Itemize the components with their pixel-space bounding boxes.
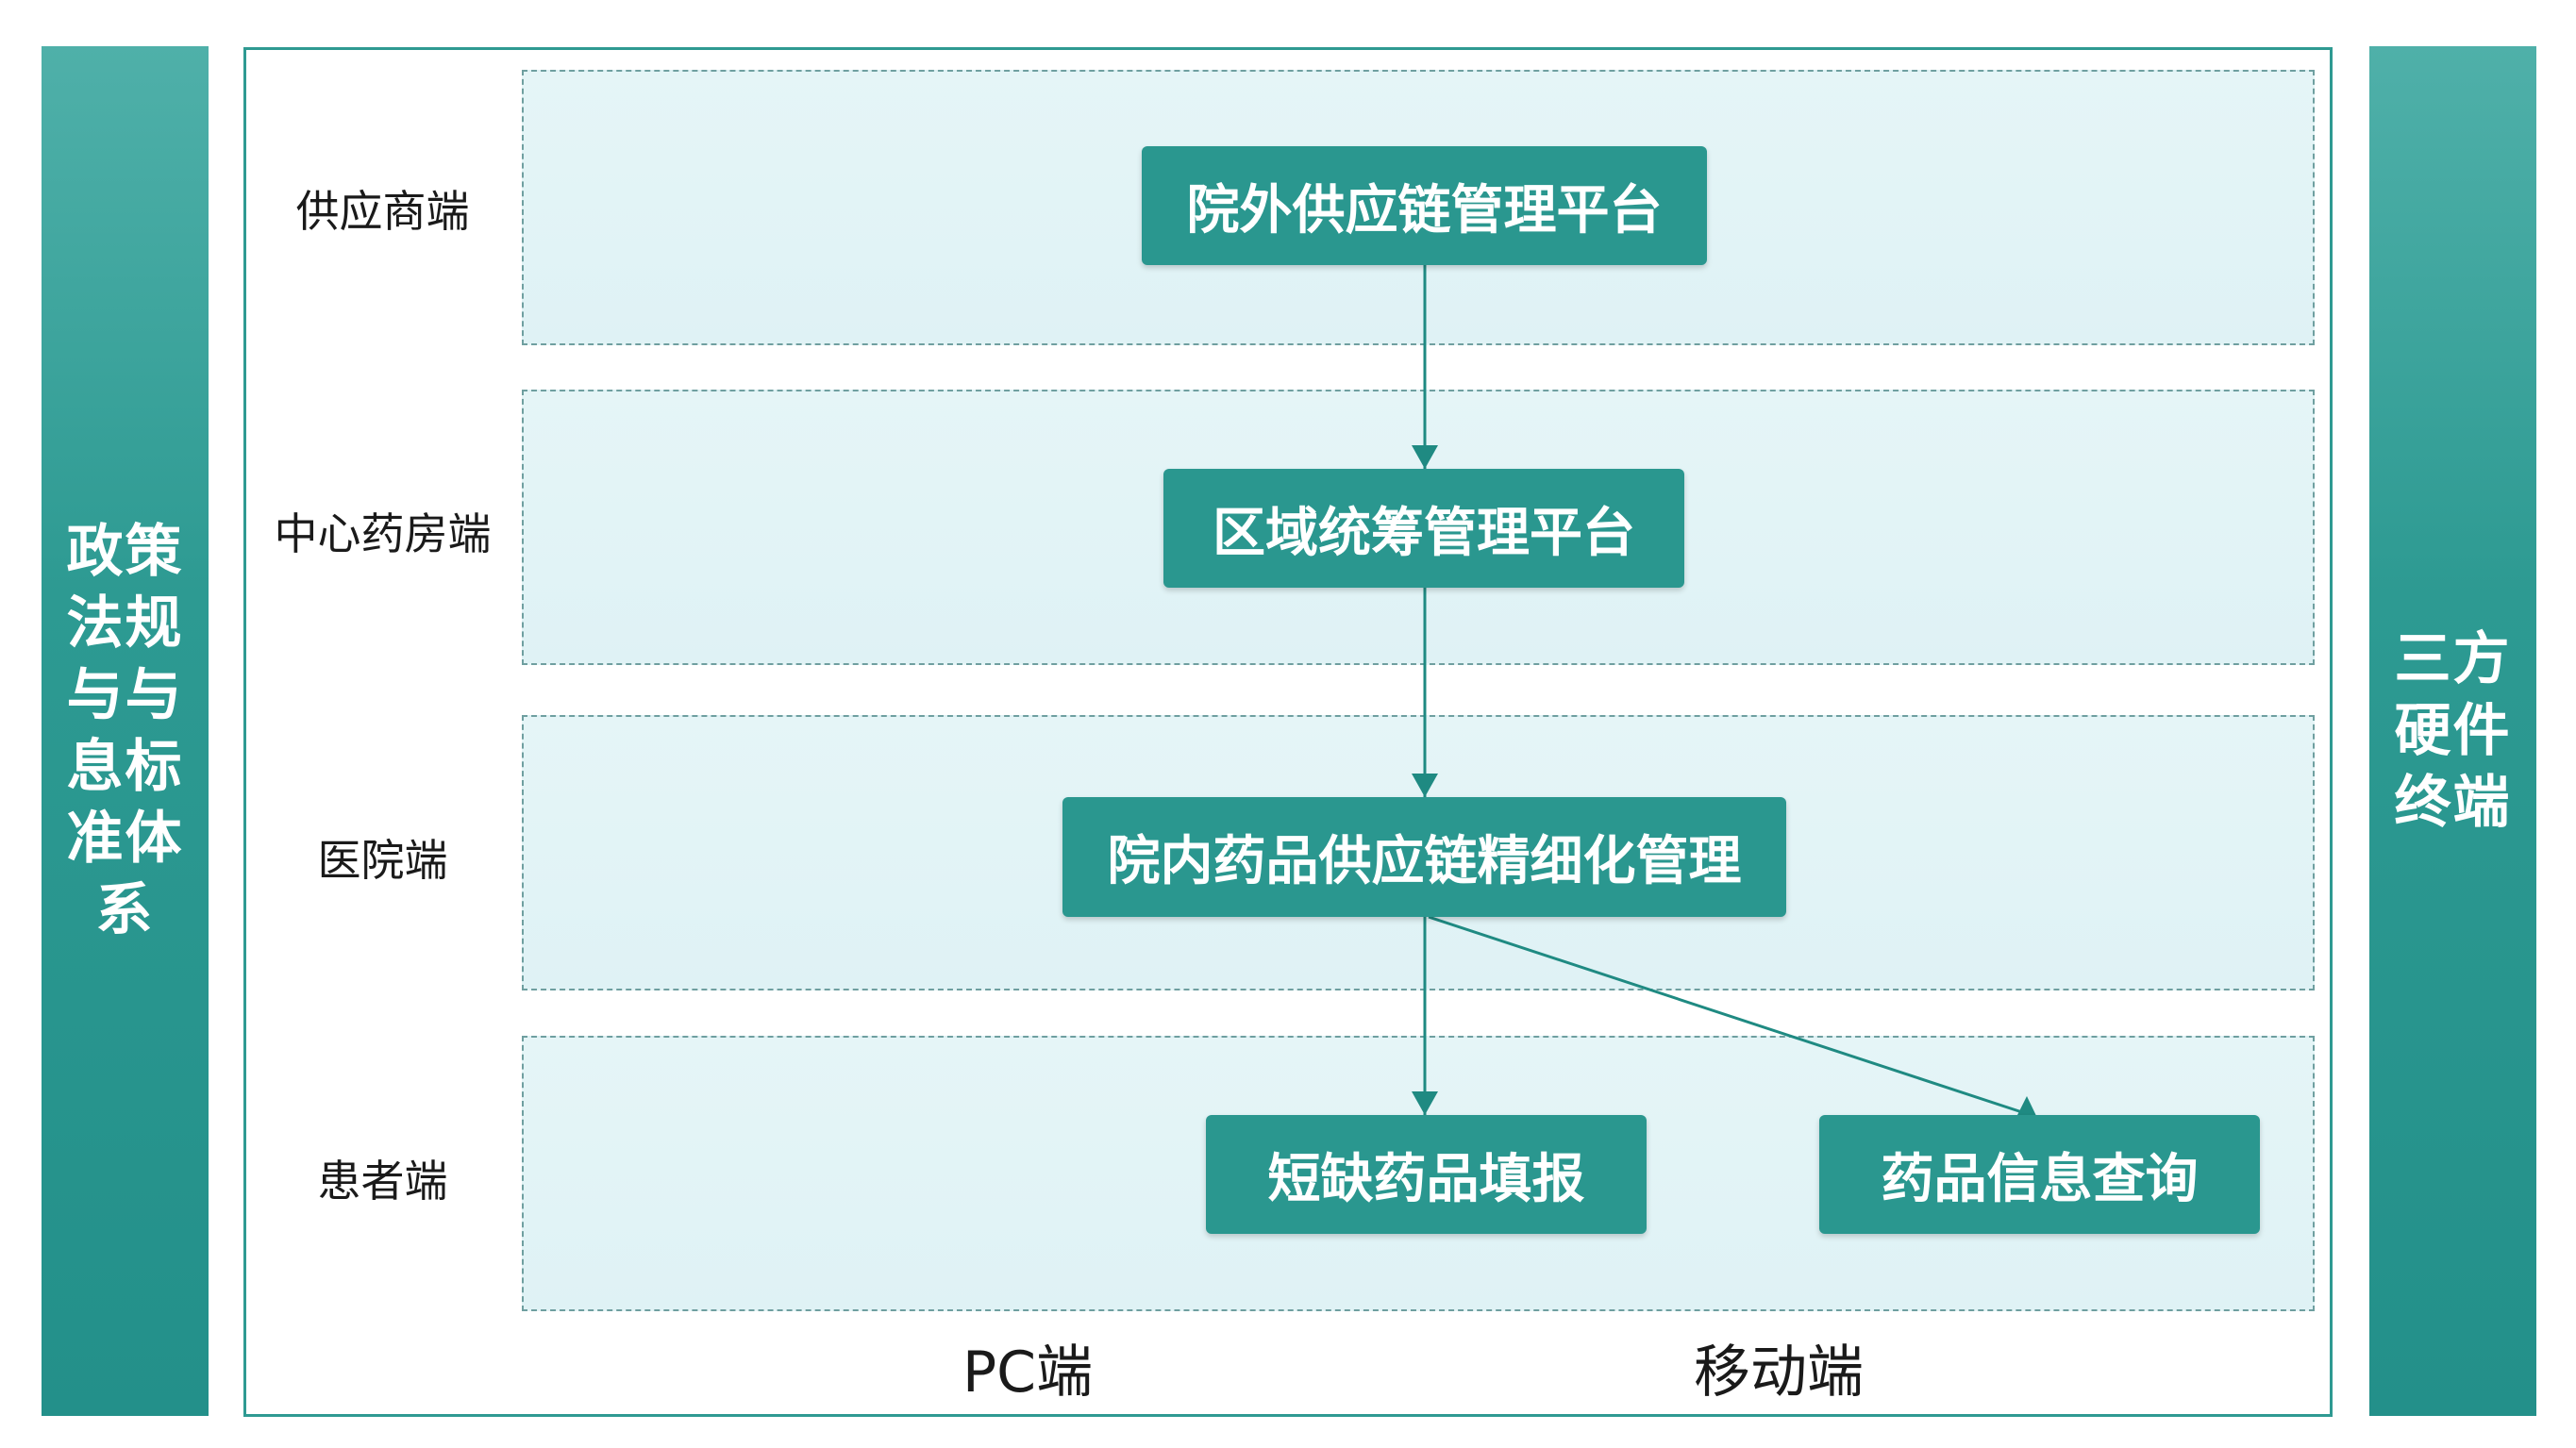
third-party-hardware-label: 三方硬件终端 [2394, 626, 2512, 836]
lane-label-patient: 患者端 [317, 1156, 448, 1207]
label-mobile: 移动端 [1694, 1340, 1864, 1406]
policy-standards-label: 政策法规与与息标准体系 [66, 519, 184, 943]
node-drug-info-query: 药品信息查询 [1819, 1115, 2260, 1234]
lane-label-central-pharmacy: 中心药房端 [274, 508, 492, 559]
label-pc: PC端 [962, 1340, 1094, 1406]
lane-label-hospital: 医院端 [317, 835, 448, 886]
node-hospital-supply-management: 院内药品供应链精细化管理 [1062, 797, 1786, 917]
policy-standards-panel: 政策法规与与息标准体系 [42, 46, 209, 1416]
node-shortage-report: 短缺药品填报 [1206, 1115, 1647, 1234]
third-party-hardware-panel: 三方硬件终端 [2369, 46, 2536, 1416]
node-external-supply-platform: 院外供应链管理平台 [1142, 146, 1707, 265]
lane-label-supplier: 供应商端 [295, 186, 470, 237]
node-regional-platform: 区域统筹管理平台 [1163, 469, 1684, 588]
